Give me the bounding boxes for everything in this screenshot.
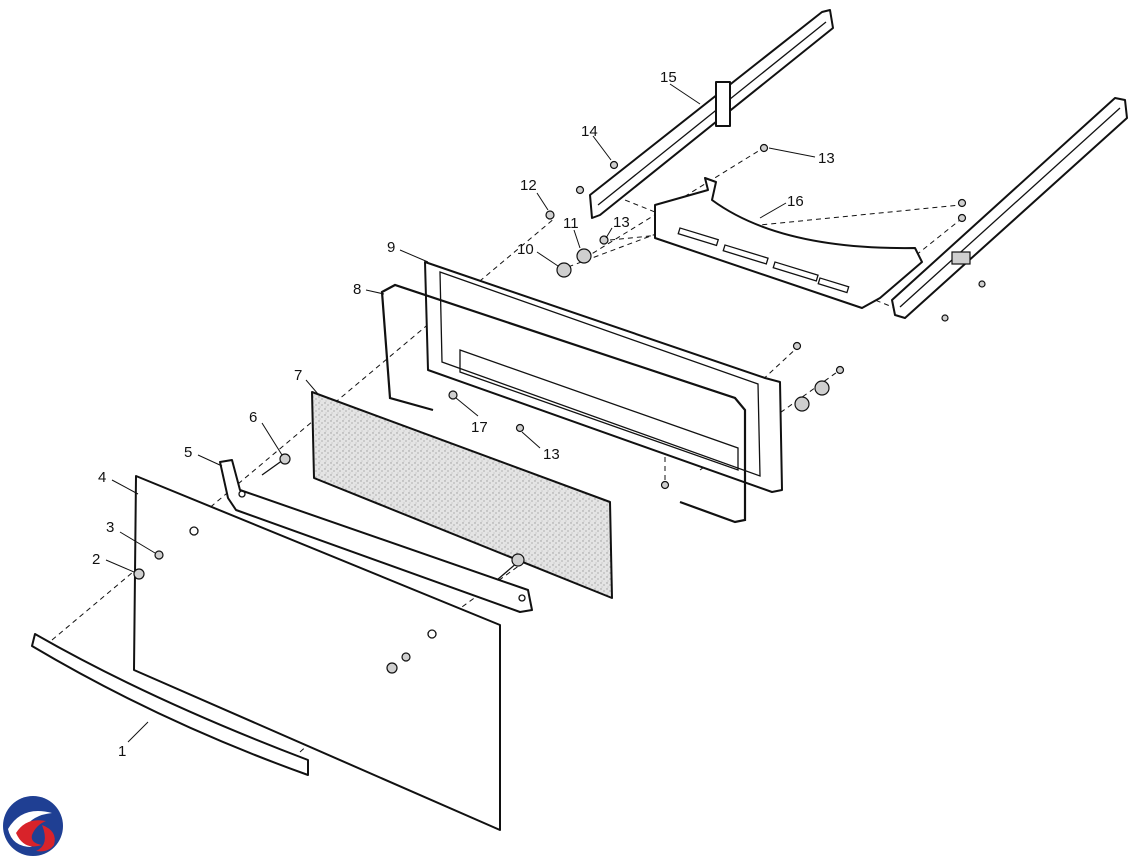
callout-16: 16 [787, 193, 804, 210]
callout-13-a: 13 [613, 214, 630, 231]
callout-5: 5 [184, 444, 192, 461]
callout-12: 12 [520, 177, 537, 194]
part-4-glass-panel [133, 475, 501, 831]
hardware [133, 143, 986, 674]
part-8-wire-rod [380, 283, 747, 524]
callout-10: 10 [517, 241, 534, 258]
part-5-handle-bracket [219, 459, 533, 613]
part-15-slide-rail-left [589, 9, 834, 219]
part-9-inner-frame [424, 261, 783, 493]
callout-2: 2 [92, 551, 100, 568]
part-16-bracket [654, 177, 923, 309]
callout-14: 14 [581, 123, 598, 140]
part-6-screw [261, 453, 525, 581]
callout-labels: 1 2 3 4 5 6 7 8 9 10 11 12 13 13 13 13 1… [92, 69, 835, 760]
callout-1: 1 [118, 743, 126, 760]
callout-17: 17 [471, 419, 488, 436]
callout-9: 9 [387, 239, 395, 256]
callout-15: 15 [660, 69, 677, 86]
callout-8: 8 [353, 281, 361, 298]
leader-lines [105, 83, 816, 743]
callout-13-c: 13 [543, 446, 560, 463]
callout-3: 3 [106, 519, 114, 536]
part-slide-rail-right [891, 97, 1128, 319]
callout-11: 11 [563, 215, 579, 232]
callout-13-b: 13 [818, 150, 835, 167]
brand-swirl-logo [3, 796, 63, 856]
callout-6: 6 [249, 409, 257, 426]
part-1-handle [31, 633, 309, 776]
part-7-insulation-panel [311, 391, 613, 599]
callout-7: 7 [294, 367, 302, 384]
callout-4: 4 [98, 469, 106, 486]
